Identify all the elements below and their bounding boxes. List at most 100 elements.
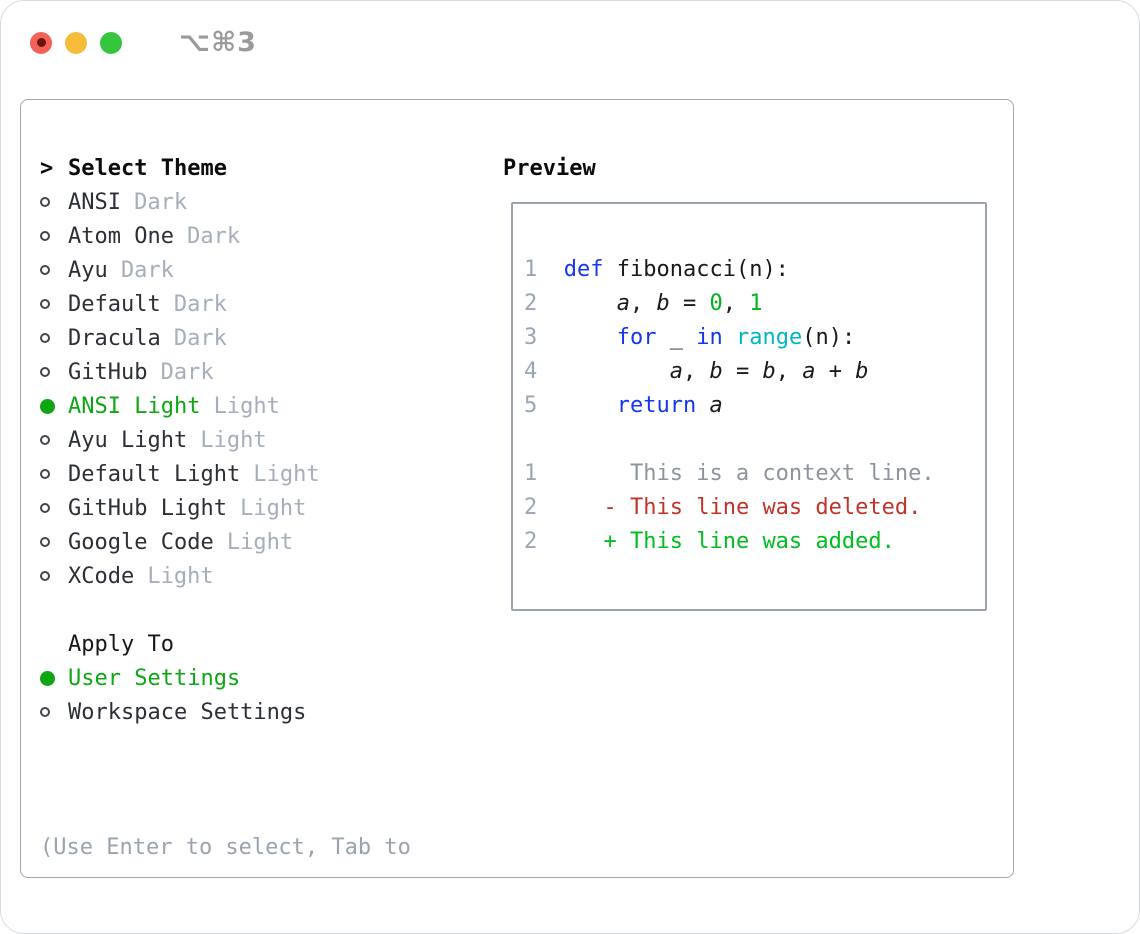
theme-variant-label: Light [240,495,307,521]
code-token [564,291,617,316]
apply-option-label: Workspace Settings [68,699,307,725]
theme-variant-label: Dark [173,291,227,317]
code-token: 0 [709,291,723,316]
window-shortcut-label: ⌥⌘3 [179,27,257,58]
code-token: for [616,325,657,350]
radio-ring [40,231,50,241]
diff-context-line: 1 This is a context line. [524,457,985,491]
radio-icon [40,503,68,513]
theme-option-label: ANSI [68,189,121,215]
radio-ring [40,197,50,207]
radio-ring [40,299,50,309]
code-token: in [696,325,723,350]
theme-option-ayu[interactable]: Ayu Dark [40,253,411,287]
theme-variant-label: Light [200,427,267,453]
close-dot-icon [36,38,46,47]
theme-option-ayu-light[interactable]: Ayu Light Light [40,423,411,457]
code-line: 3 for _ in range(n): [524,321,985,355]
radio-icon [40,435,68,445]
code-line: 1 def fibonacci(n): [524,253,985,287]
theme-variant-label: Light [226,529,294,555]
theme-option-label: ANSI Light [68,393,201,419]
line-number: 2 [524,291,564,316]
radio-selected-icon [40,670,68,686]
radio-ring [40,537,50,547]
diff-deleted-line: 2 - This line was deleted. [524,491,985,525]
line-number: 1 [524,257,564,282]
theme-variant-label: Dark [160,359,214,385]
code-token: b [762,359,776,384]
code-token: b [709,359,723,384]
select-theme-header: > Select Theme [40,151,411,185]
maximize-button[interactable] [100,31,122,54]
code-token: - This line was deleted. [603,495,922,520]
code-token: This is a context line. [563,461,935,486]
radio-ring [40,435,50,445]
theme-option-label: Dracula [68,325,161,351]
theme-option-label: Google Code [68,529,214,555]
radio-ring [40,367,50,377]
code-token [723,325,736,350]
theme-option-label: Ayu Light [68,427,188,453]
theme-option-google-code[interactable]: Google Code Light [40,525,411,559]
apply-option-workspace-settings[interactable]: Workspace Settings [40,695,411,729]
minimize-button[interactable] [65,31,87,54]
code-token: b [855,359,869,384]
code-line: 4 a, b = b, a + b [524,355,985,389]
theme-option-label: Ayu [68,257,108,283]
radio-ring [40,707,50,717]
code-token: range [735,325,803,350]
radio-icon [40,333,68,343]
radio-ring [40,469,50,479]
code-line: 5 return a [524,389,985,423]
theme-variant-label: Dark [120,257,174,283]
theme-variant-label: Dark [173,325,227,351]
radio-selected-icon [40,398,68,414]
line-number: 2 [524,529,564,554]
close-button[interactable] [30,31,52,54]
radio-icon [40,299,68,309]
code-token: a [616,291,630,316]
code-token: def [563,257,604,282]
theme-option-ansi[interactable]: ANSI Dark [40,185,411,219]
theme-option-ansi-light[interactable]: ANSI Light Light [40,389,411,423]
radio-ring [40,571,50,581]
code-token [696,393,709,418]
code-token: fibonacci(n): [603,257,789,282]
blank-line [524,423,985,457]
hint-line: (Use Enter to select, Tab to [40,835,411,860]
line-number: 4 [524,359,564,384]
radio-icon [40,469,68,479]
theme-option-dracula[interactable]: Dracula Dark [40,321,411,355]
code-token [564,529,604,554]
diff-added-line: 2 + This line was added. [524,525,985,559]
code-token: a [669,359,683,384]
radio-icon [40,231,68,241]
code-token [564,359,670,384]
line-number: 3 [524,325,564,350]
select-theme-title: Select Theme [68,155,227,181]
theme-variant-label: Light [213,393,280,419]
titlebar: ⌥⌘3 [30,27,257,58]
code-token: , [682,359,710,384]
spacer [40,593,411,627]
focus-caret: > [40,155,54,181]
theme-option-label: XCode [68,563,135,589]
apply-option-user-settings[interactable]: User Settings [40,661,411,695]
radio-ring [40,333,50,343]
theme-variant-label: Dark [134,189,188,215]
code-token [564,393,617,418]
radio-filled-dot [40,670,55,686]
